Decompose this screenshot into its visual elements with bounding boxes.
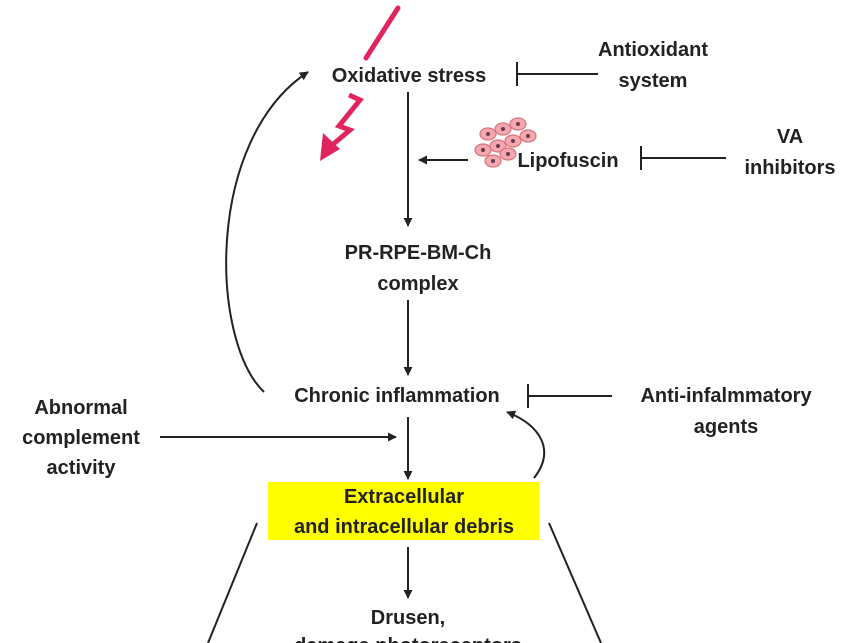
node-antioxidant-line2: system	[619, 70, 688, 92]
node-anti-inflammatory-line2: agents	[694, 416, 758, 438]
node-complex-line2: complex	[377, 273, 458, 295]
node-antioxidant-line1: Antioxidant	[598, 39, 708, 61]
lipofuscin-granules-icon	[474, 117, 537, 168]
node-chronic-inflammation: Chronic inflammation	[294, 385, 500, 407]
node-abnormal-line2: complement	[22, 427, 140, 449]
node-drusen-line1: Drusen,	[371, 607, 445, 629]
node-va-line1: VA	[777, 126, 803, 148]
node-abnormal-line3: activity	[47, 457, 117, 479]
debris-highlight-box	[268, 482, 539, 540]
arrow-inflammation-feedback	[225, 71, 309, 393]
node-debris-line2: and intracellular debris	[294, 516, 514, 538]
labels: Oxidative stress Antioxidant system Lipo…	[22, 39, 835, 643]
side-line-right	[548, 522, 602, 643]
node-oxidative-stress: Oxidative stress	[332, 65, 487, 87]
node-abnormal-line1: Abnormal	[34, 397, 127, 419]
node-drusen-line2: damage photoreceptors	[294, 635, 522, 643]
side-line-left	[207, 522, 258, 643]
node-debris-line1: Extracellular	[344, 486, 464, 508]
node-lipofuscin: Lipofuscin	[517, 150, 618, 172]
lightning-bolt-icon	[320, 5, 401, 161]
node-va-line2: inhibitors	[744, 157, 835, 179]
arrow-debris-feedback	[506, 410, 545, 479]
node-anti-inflammatory-line1: Anti-infalmmatory	[640, 385, 812, 407]
node-complex-line1: PR-RPE-BM-Ch	[345, 242, 492, 264]
connectors	[160, 62, 726, 643]
